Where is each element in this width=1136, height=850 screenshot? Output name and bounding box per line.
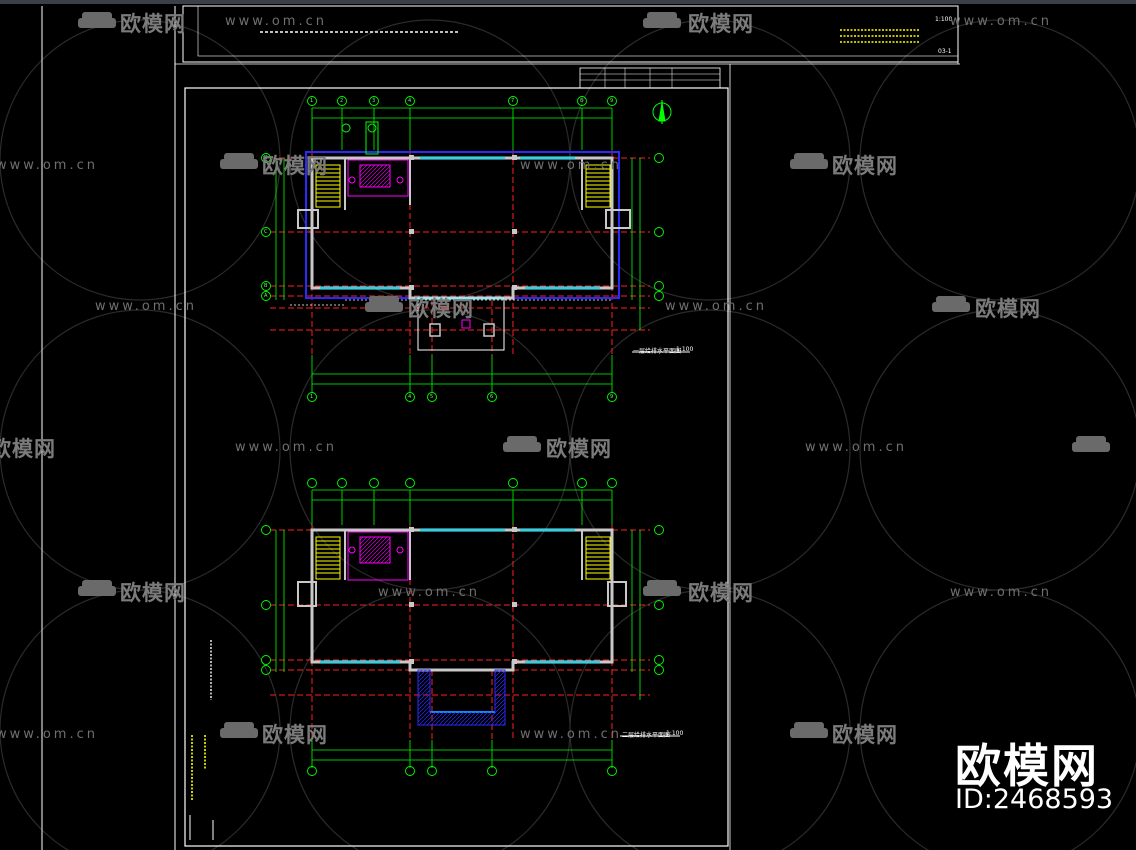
grid-label: 7	[511, 98, 515, 104]
row-label: C	[264, 229, 268, 235]
row-label: D	[264, 155, 268, 161]
plan2-stairs	[315, 536, 611, 580]
top-notes	[260, 29, 920, 43]
plan1-title: 一层给排水平面图	[633, 348, 682, 355]
brand-watermark-large: 欧模网	[955, 739, 1099, 793]
sheet-frames	[41, 5, 960, 850]
plan2-columns	[409, 527, 517, 664]
plan2-plumbing	[347, 531, 409, 581]
grid-label: 4	[408, 98, 412, 104]
model-id-label: ID:2468593	[955, 784, 1114, 815]
plan1-plumbing	[341, 121, 409, 197]
bottom-grid-label: 1	[310, 394, 314, 400]
grid-label: 9	[610, 98, 614, 104]
top-note-code: 03-1	[938, 48, 952, 55]
top-note-scale: 1:100	[935, 16, 953, 23]
plan2-dimensions-top	[311, 489, 613, 525]
plan1-dimensions-top	[311, 107, 613, 150]
plan2-dimensions-bottom	[275, 530, 641, 768]
plan2-grid-bubbles	[261, 478, 664, 776]
plan2-walls	[297, 528, 627, 672]
grid-label: 8	[580, 98, 584, 104]
plan1-columns	[409, 155, 517, 290]
plan2-scale: 1:100	[666, 730, 684, 737]
north-arrow-icon	[652, 100, 672, 124]
plan1-stairs	[315, 164, 611, 208]
plan1-grid-bubbles	[261, 96, 664, 402]
bottom-grid-label: 5	[430, 394, 434, 400]
bottom-grid-label: 6	[490, 394, 494, 400]
bottom-grid-label: 4	[408, 394, 412, 400]
plan1-pipes	[290, 299, 612, 306]
top-window-bar	[0, 0, 1136, 4]
grid-label: 2	[340, 98, 344, 104]
watermark-logo-icons	[78, 12, 1110, 738]
plan1-entrance	[417, 297, 505, 351]
watermark-arcs	[0, 19, 1136, 850]
plan2-balcony	[417, 669, 506, 726]
row-label: B	[264, 283, 268, 289]
grid-label: 3	[372, 98, 376, 104]
side-notes	[189, 640, 214, 840]
bottom-grid-label: 9	[610, 394, 614, 400]
floor-plan-2	[261, 478, 680, 776]
grid-label: 1	[310, 98, 314, 104]
floor-plan-1	[261, 96, 690, 402]
plan1-scale: 1:100	[676, 346, 694, 353]
plan2-title: 二层给排水平面图	[622, 732, 671, 739]
row-label: A	[264, 293, 268, 299]
plan1-dimensions-bottom	[275, 158, 641, 392]
